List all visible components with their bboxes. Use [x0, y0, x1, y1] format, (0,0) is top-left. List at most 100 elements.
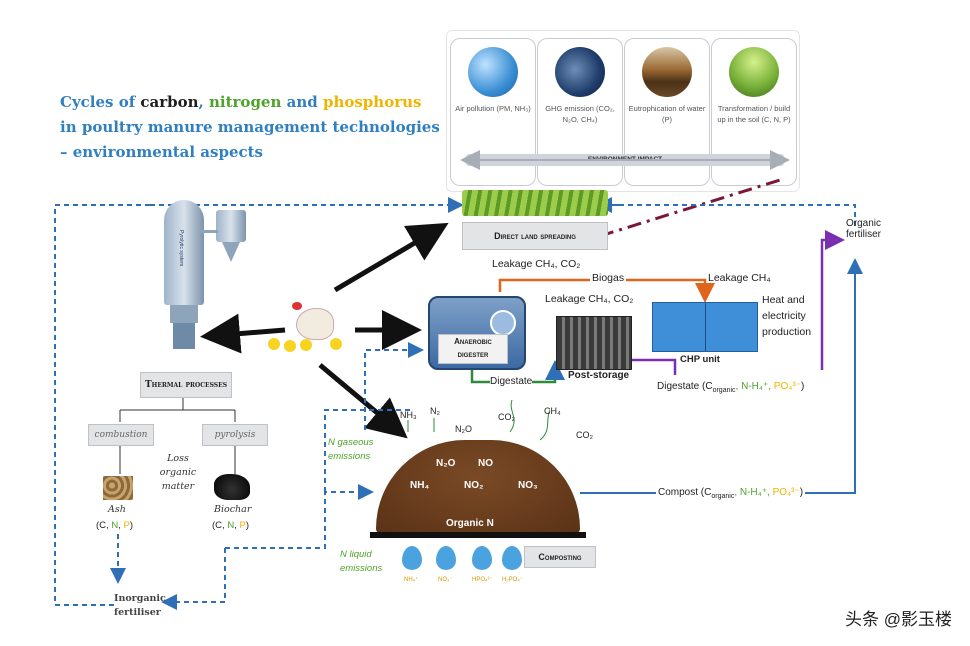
env-card-label: Air pollution (PM, NH₃)	[455, 104, 531, 113]
composting-label: Composting	[524, 546, 596, 568]
gas-ch4: CH₄	[544, 406, 561, 416]
digestate-composition: Digestate (Corganic, N-H₄⁺, PO₄³⁻)	[657, 381, 804, 394]
compost-base	[370, 532, 586, 538]
dig-c: , N-H₄⁺,	[735, 381, 774, 392]
title-line2: in poultry manure management technologie…	[60, 118, 440, 136]
title-phosphorus: phosphorus	[322, 93, 422, 111]
comp-b: organic	[711, 493, 735, 500]
dig-a: Digestate (C	[657, 381, 713, 392]
to-land-arrow	[333, 222, 449, 293]
water-globe-icon	[642, 47, 692, 97]
combustion-label: combustion	[88, 424, 154, 446]
pyrolytic-system-image: Pyrolytic system	[156, 200, 256, 350]
to-thermal-arrow	[200, 313, 286, 354]
thermal-processes-label: Thermal processes	[140, 372, 232, 398]
title-text: Cycles of	[60, 93, 141, 111]
compost-dashed-up	[324, 409, 410, 492]
element-c: (C,	[96, 520, 112, 531]
biochar-to-inorganic	[161, 548, 226, 610]
element-close: )	[245, 520, 249, 531]
gas-lines	[407, 399, 551, 441]
to-fertiliser-purple	[820, 230, 845, 370]
heap-no2: NO₂	[464, 480, 484, 491]
gas-n2o: N₂O	[455, 424, 472, 434]
env-card-label: Eutrophication of water (P)	[628, 104, 706, 124]
chp-divider	[705, 303, 706, 351]
to-composting-arrow	[318, 363, 408, 439]
n-liquid-label: N liquid emissions	[340, 549, 383, 574]
dig-e: )	[800, 381, 805, 392]
title-sep: ,	[198, 93, 209, 111]
chp-unit-box	[652, 302, 758, 352]
water-drop-icon	[502, 546, 522, 570]
gas-co2a: CO₂	[498, 412, 515, 422]
anaerobic-digester-label: Anaerobic digester	[438, 334, 508, 364]
compost-composition: Compost (Corganic, N-H₄⁺, PO₄³⁻)	[656, 487, 806, 500]
ash-image	[103, 476, 133, 500]
biochar-elements: (C, N, P)	[212, 520, 249, 531]
drop-label: NH₄⁺	[404, 577, 419, 583]
element-p: P	[123, 520, 130, 531]
comp-c: , N-H₄⁺,	[734, 487, 773, 498]
heat-electricity-label: Heat and electricity production	[762, 294, 812, 338]
reactor-outlet-icon	[173, 323, 195, 349]
heap-nh4: NH₄	[410, 480, 430, 491]
pyrolysis-label: pyrolysis	[202, 424, 268, 446]
title-carbon: carbon	[140, 93, 199, 111]
element-p: P	[239, 520, 246, 531]
water-drop-icon	[472, 546, 492, 570]
env-card-label: Transformation / build up in the soil (C…	[717, 104, 791, 124]
element-sep: ,	[118, 520, 124, 531]
element-n: N	[227, 520, 235, 531]
title-line3: – environmental aspects	[60, 143, 263, 161]
element-n: N	[111, 520, 119, 531]
digestate-label: Digestate	[490, 376, 533, 387]
element-c: (C,	[212, 520, 228, 531]
gas-n2: N₂	[430, 406, 440, 416]
biochar-label: Biochar	[214, 504, 252, 515]
env-card-label: GHG emission (CO₂, N₂O, CH₄)	[545, 104, 615, 124]
chick-icon	[284, 340, 296, 352]
reactor-column-icon	[164, 200, 204, 305]
chick-icon	[268, 338, 280, 350]
biogas-label: Biogas	[590, 272, 627, 284]
drop-label: HPO₄²⁻	[472, 577, 493, 583]
ash-elements: (C, N, P)	[96, 520, 133, 531]
watermark: 头条 @影玉楼	[845, 610, 952, 629]
organic-fertiliser-label: Organic fertiliser	[846, 218, 882, 240]
cyclone-cone-icon	[222, 242, 240, 262]
pipe-icon	[200, 230, 218, 233]
to-organic-fertiliser	[610, 204, 856, 230]
biochar-to-compost	[225, 484, 374, 549]
heap-n2o: N₂O	[436, 458, 456, 469]
comp-e: )	[799, 487, 804, 498]
anaerobic-digester: Anaerobic digester	[428, 296, 526, 370]
chick-icon	[300, 339, 312, 351]
cyclone-icon	[216, 210, 246, 242]
element-close: )	[129, 520, 133, 531]
heap-no: NO	[478, 458, 493, 469]
heap-no3: NO₃	[518, 480, 538, 491]
title-nitrogen: nitrogen	[209, 93, 282, 111]
left-dashed-loop	[54, 204, 150, 606]
hen-comb-icon	[292, 302, 302, 310]
chp-unit-label: CHP unit	[680, 354, 720, 365]
digester-dome-icon	[490, 310, 516, 336]
drop-label: H₂PO₄⁻	[502, 577, 523, 583]
diagram-title: Cycles of carbon, nitrogen and phosphoru…	[60, 90, 440, 165]
comp-a: Compost (C	[658, 487, 712, 498]
leakage-post-label: Leakage CH₄, CO₂	[545, 293, 634, 305]
thermal-tree-lines	[119, 398, 236, 474]
post-storage-image	[556, 316, 632, 370]
post-storage-label: Post-storage	[568, 370, 630, 381]
comp-d: PO₄³⁻	[772, 487, 800, 498]
drop-label: NO₃⁻	[438, 577, 453, 583]
dig-d: PO₄³⁻	[773, 381, 801, 392]
ghg-globe-icon	[555, 47, 605, 97]
pyrolytic-label: Pyrolytic system	[178, 230, 184, 267]
environment-panel	[446, 30, 800, 192]
biochar-image	[214, 474, 250, 500]
element-sep: ,	[234, 520, 240, 531]
gas-nh3: NH₃	[400, 410, 417, 420]
